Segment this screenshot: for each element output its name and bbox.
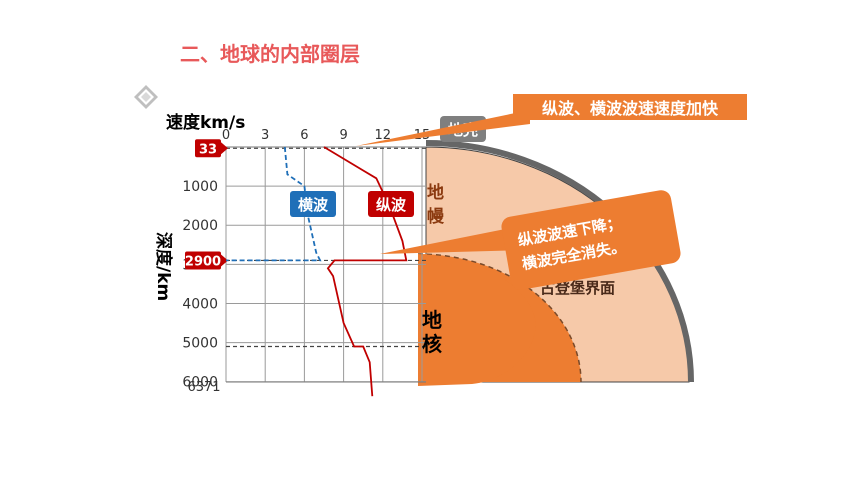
p-wave-label: 纵波 xyxy=(376,196,407,214)
core-label-1: 地 xyxy=(422,308,442,332)
x-axis-title: 速度km/s xyxy=(166,112,245,133)
y-bottom-label: 6371 xyxy=(187,380,220,395)
wave-velocity-curve xyxy=(226,146,322,262)
gutenberg-dashed-arc xyxy=(417,253,582,383)
y-tick-label: 4000 xyxy=(182,296,218,312)
y-tick-label: 6000 xyxy=(182,375,218,391)
x-tick-label: 0 xyxy=(222,128,230,143)
s-wave-badge xyxy=(290,191,336,217)
gutenberg-label: 古登堡界面 xyxy=(540,279,615,297)
x-tick-label: 3 xyxy=(261,128,269,143)
y-axis-title: 深度/km xyxy=(153,232,174,301)
wave-velocity-curve xyxy=(323,146,408,397)
page-title: 二、地球的内部圈层 xyxy=(180,42,360,66)
x-tick-label: 12 xyxy=(375,128,392,143)
y-tick-label: 5000 xyxy=(182,336,218,352)
callout-top-pointer xyxy=(356,110,530,146)
boundary-label: 2900 xyxy=(185,254,221,269)
boundary-badge xyxy=(185,251,221,270)
y-tick-label: 1000 xyxy=(182,179,218,195)
core-label-2: 核 xyxy=(422,332,442,356)
mantle-label-1: 地 xyxy=(427,182,444,203)
callout-accelerate: 纵波、横波波速速度加快 xyxy=(513,94,747,120)
inner-core-region xyxy=(418,254,536,386)
x-tick-label: 6 xyxy=(300,128,308,143)
diamond-bullet-icon xyxy=(134,85,158,109)
boundary-badge-arrow xyxy=(221,142,228,155)
boundary-label: 33 xyxy=(199,142,217,157)
x-tick-label: 9 xyxy=(339,128,347,143)
boundary-badge-arrow xyxy=(221,254,228,267)
y-tick-label: 2000 xyxy=(182,218,218,234)
boundary-badge xyxy=(195,139,221,158)
mantle-label-2: 幔 xyxy=(427,206,445,227)
callout-lower-pointer xyxy=(380,226,530,254)
p-wave-badge xyxy=(368,191,414,217)
s-wave-label: 横波 xyxy=(298,196,329,214)
